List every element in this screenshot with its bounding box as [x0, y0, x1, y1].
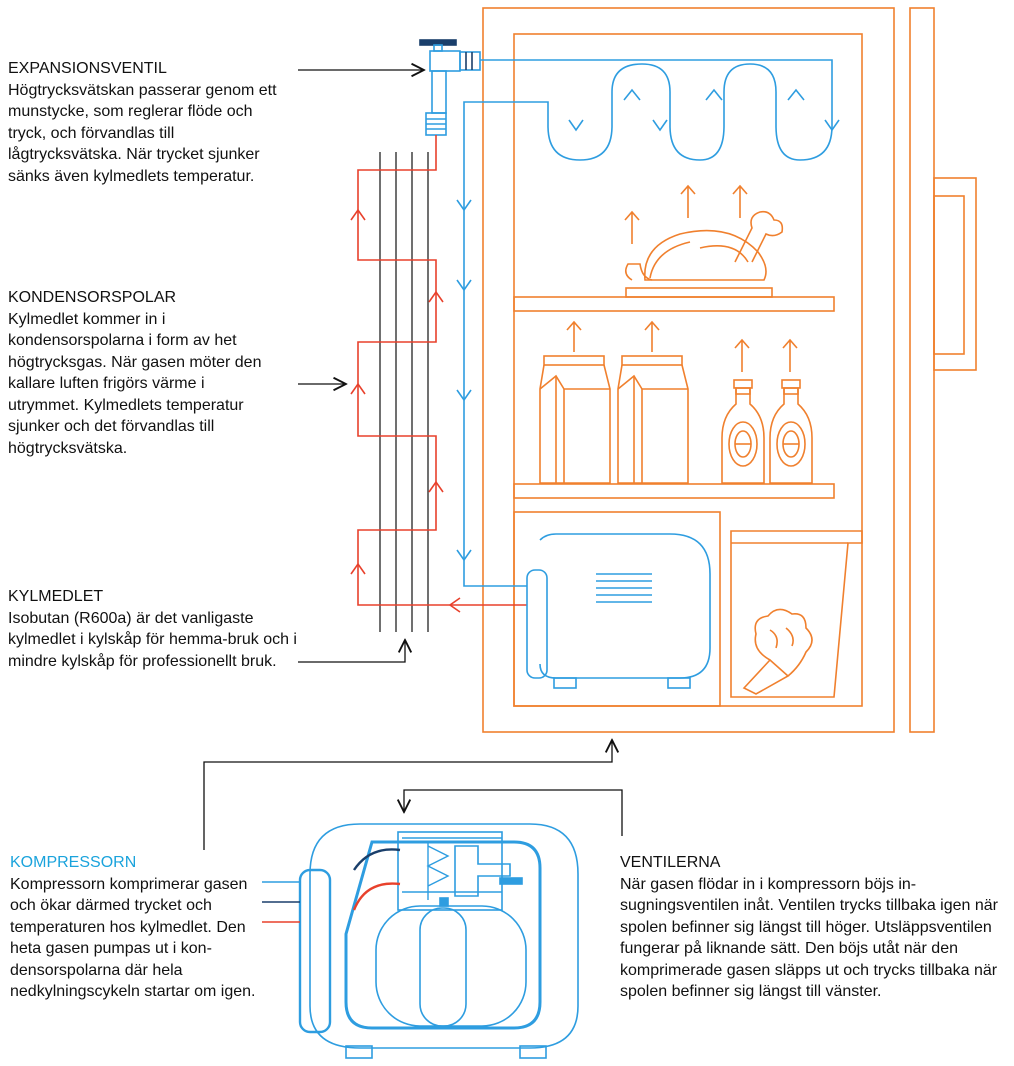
arrow-refrigerant: [298, 640, 405, 663]
evaporator-coil: [456, 59, 840, 587]
compressor-label: KOMPRESSORN Kompressorn komprimerar gase…: [10, 852, 260, 1003]
shelf-upper: [513, 296, 835, 312]
callout-arrows: [203, 70, 623, 850]
refrigerant-label: KYLMEDLET Isobutan (R600a) är det vanlig…: [8, 586, 308, 672]
beer-bottle-icon: [721, 379, 765, 484]
compressor-compartment: [513, 511, 721, 707]
expansion-valve-text: Högtrycksvätskan passerar genom ett muns…: [8, 81, 277, 185]
compressor-detail: [262, 823, 579, 1059]
arrow-valves: [404, 789, 623, 836]
condenser-label: KONDENSORSPOLAR Kylmedlet kommer in i ko…: [8, 287, 278, 459]
beer-bottle-icon: [769, 379, 813, 484]
fridge: [482, 7, 977, 733]
shelf-lower: [513, 483, 835, 499]
heat-arrows-drinks: [566, 320, 798, 372]
fridge-cabinet: [482, 7, 895, 733]
fridge-door: [909, 7, 935, 733]
arrow-compressor: [203, 740, 612, 850]
refrigerant-title: KYLMEDLET: [8, 588, 104, 605]
expansion-valve-title: EXPANSIONSVENTIL: [8, 60, 167, 77]
fridge-compressor-icon: [526, 533, 711, 689]
condenser-refrigerant-line: [350, 135, 527, 613]
condenser-grid: [379, 152, 429, 632]
crisper-drawer: [730, 530, 863, 698]
valves-label: VENTILERNA När gasen flödar in i kompres…: [620, 852, 1014, 1003]
valves-text: När gasen flödar in i kompressorn böjs i…: [620, 875, 998, 1001]
milk-carton-icon: [539, 355, 611, 484]
compressor-title: KOMPRESSORN: [10, 854, 137, 871]
roast-chicken-icon: [624, 210, 784, 298]
broccoli-icon: [742, 608, 813, 695]
valves-title: VENTILERNA: [620, 854, 721, 871]
compressor-text: Kompressorn komprimerar gasen och ökar d…: [10, 875, 256, 1001]
expansion-valve-icon: [419, 39, 481, 136]
fridge-inner-wall: [513, 33, 863, 707]
heat-arrows-chicken: [624, 184, 748, 244]
condenser-text: Kylmedlet kommer in i kondensorspolarna …: [8, 310, 262, 457]
expansion-valve-label: EXPANSIONSVENTIL Högtrycksvätskan passer…: [8, 58, 288, 187]
condenser-title: KONDENSORSPOLAR: [8, 289, 177, 306]
milk-carton-icon: [617, 355, 689, 484]
door-handle: [933, 177, 977, 371]
refrigerant-text: Isobutan (R600a) är det vanligaste kylme…: [8, 609, 297, 670]
